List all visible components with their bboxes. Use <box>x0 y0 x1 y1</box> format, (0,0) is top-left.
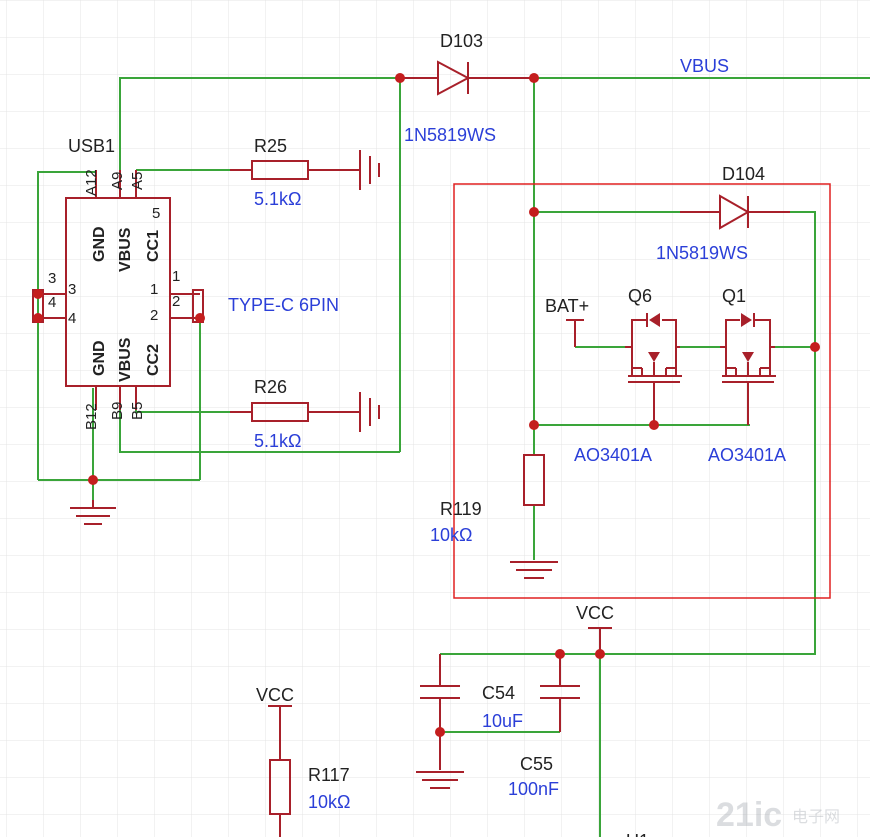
pin-left-3-in: 3 <box>68 281 76 298</box>
pin-a5: A5 <box>129 172 146 190</box>
pin-left-4-in: 4 <box>68 310 76 327</box>
q6-ref: Q6 <box>628 286 652 306</box>
r117-ref: R117 <box>308 765 350 785</box>
pin-a12: A12 <box>83 169 100 196</box>
c55-ref: C55 <box>520 754 553 774</box>
junctions <box>33 73 820 737</box>
name-vbus-2: VBUS <box>117 337 134 382</box>
pin-left-4-out: 4 <box>48 294 56 311</box>
pin-right-2-out: 2 <box>172 293 180 310</box>
name-gnd-2: GND <box>91 340 108 376</box>
bat-net: BAT+ <box>545 296 589 347</box>
pin-right-1-out: 1 <box>172 268 180 285</box>
pin-b9: B9 <box>109 402 126 420</box>
pin-right-2-in: 2 <box>150 307 158 324</box>
pin-right-1-in: 1 <box>150 281 158 298</box>
c54-value: 10uF <box>482 711 523 731</box>
r25-value: 5.1kΩ <box>254 189 301 209</box>
resistor-r117: VCC R117 10kΩ <box>256 685 350 837</box>
q6-value: AO3401A <box>574 445 652 465</box>
resistor-r26: R26 5.1kΩ <box>230 377 360 451</box>
pin-a9: A9 <box>109 172 126 190</box>
usb-ref: USB1 <box>68 136 115 156</box>
r26-ref: R26 <box>254 377 287 397</box>
ground-symbol-usb <box>70 500 116 525</box>
vcc-label-main: VCC <box>576 603 614 623</box>
d104-value: 1N5819WS <box>656 243 748 263</box>
resistor-r119: R119 10kΩ <box>430 454 545 545</box>
u1-partial-label: U1 <box>626 831 649 837</box>
capacitor-c55: C55 100nF <box>420 654 559 799</box>
ground-symbol-caps <box>416 771 464 789</box>
d103-value: 1N5819WS <box>404 125 496 145</box>
usb-type: TYPE-C 6PIN <box>228 295 339 315</box>
highlight-box <box>453 183 831 599</box>
name-gnd-1: GND <box>91 226 108 262</box>
vbus-net-label: VBUS <box>680 56 729 76</box>
resistor-r25: R25 5.1kΩ <box>230 136 360 209</box>
d103-ref: D103 <box>440 31 483 51</box>
capacitor-c54: C54 10uF <box>482 654 580 732</box>
r25-ref: R25 <box>254 136 287 156</box>
pin-b5: B5 <box>129 402 146 420</box>
watermark-logo: 21ic 电子网 <box>716 796 840 834</box>
bat-label: BAT+ <box>545 296 589 316</box>
q1-ref: Q1 <box>722 286 746 306</box>
r119-value: 10kΩ <box>430 525 472 545</box>
cc1-mark: 5 <box>152 205 160 222</box>
name-cc1: CC1 <box>145 230 162 262</box>
mosfet-q1: Q1 AO3401A <box>708 286 786 465</box>
wire-d104-to-vcc <box>600 211 816 655</box>
q1-value: AO3401A <box>708 445 786 465</box>
r117-supply: VCC <box>256 685 294 705</box>
ground-symbol-r119 <box>510 561 558 579</box>
r26-value: 5.1kΩ <box>254 431 301 451</box>
wire-usb-vbus-to-d103 <box>119 77 438 170</box>
d104-ref: D104 <box>722 164 765 184</box>
r117-value: 10kΩ <box>308 792 350 812</box>
mosfet-q6: Q6 AO3401A <box>574 286 682 465</box>
c55-value: 100nF <box>508 779 559 799</box>
wires <box>37 77 870 837</box>
watermark-brand: 21ic <box>716 796 782 834</box>
usb-body <box>65 197 171 387</box>
ground-symbol-r26 <box>359 392 380 432</box>
watermark-cn: 电子网 <box>792 808 840 826</box>
name-vbus-1: VBUS <box>117 227 134 272</box>
pin-b12: B12 <box>83 403 100 430</box>
r119-ref: R119 <box>440 499 482 519</box>
diode-d103: D103 1N5819WS <box>400 31 534 145</box>
pin-left-3-out: 3 <box>48 270 56 287</box>
c54-ref: C54 <box>482 683 515 703</box>
usb-connector: USB1 A12 A9 A5 GND VBUS CC1 5 GND VBUS C… <box>32 136 339 430</box>
diode-d104: D104 1N5819WS <box>656 164 790 263</box>
ground-symbol-r25 <box>359 150 380 190</box>
name-cc2: CC2 <box>145 344 162 376</box>
